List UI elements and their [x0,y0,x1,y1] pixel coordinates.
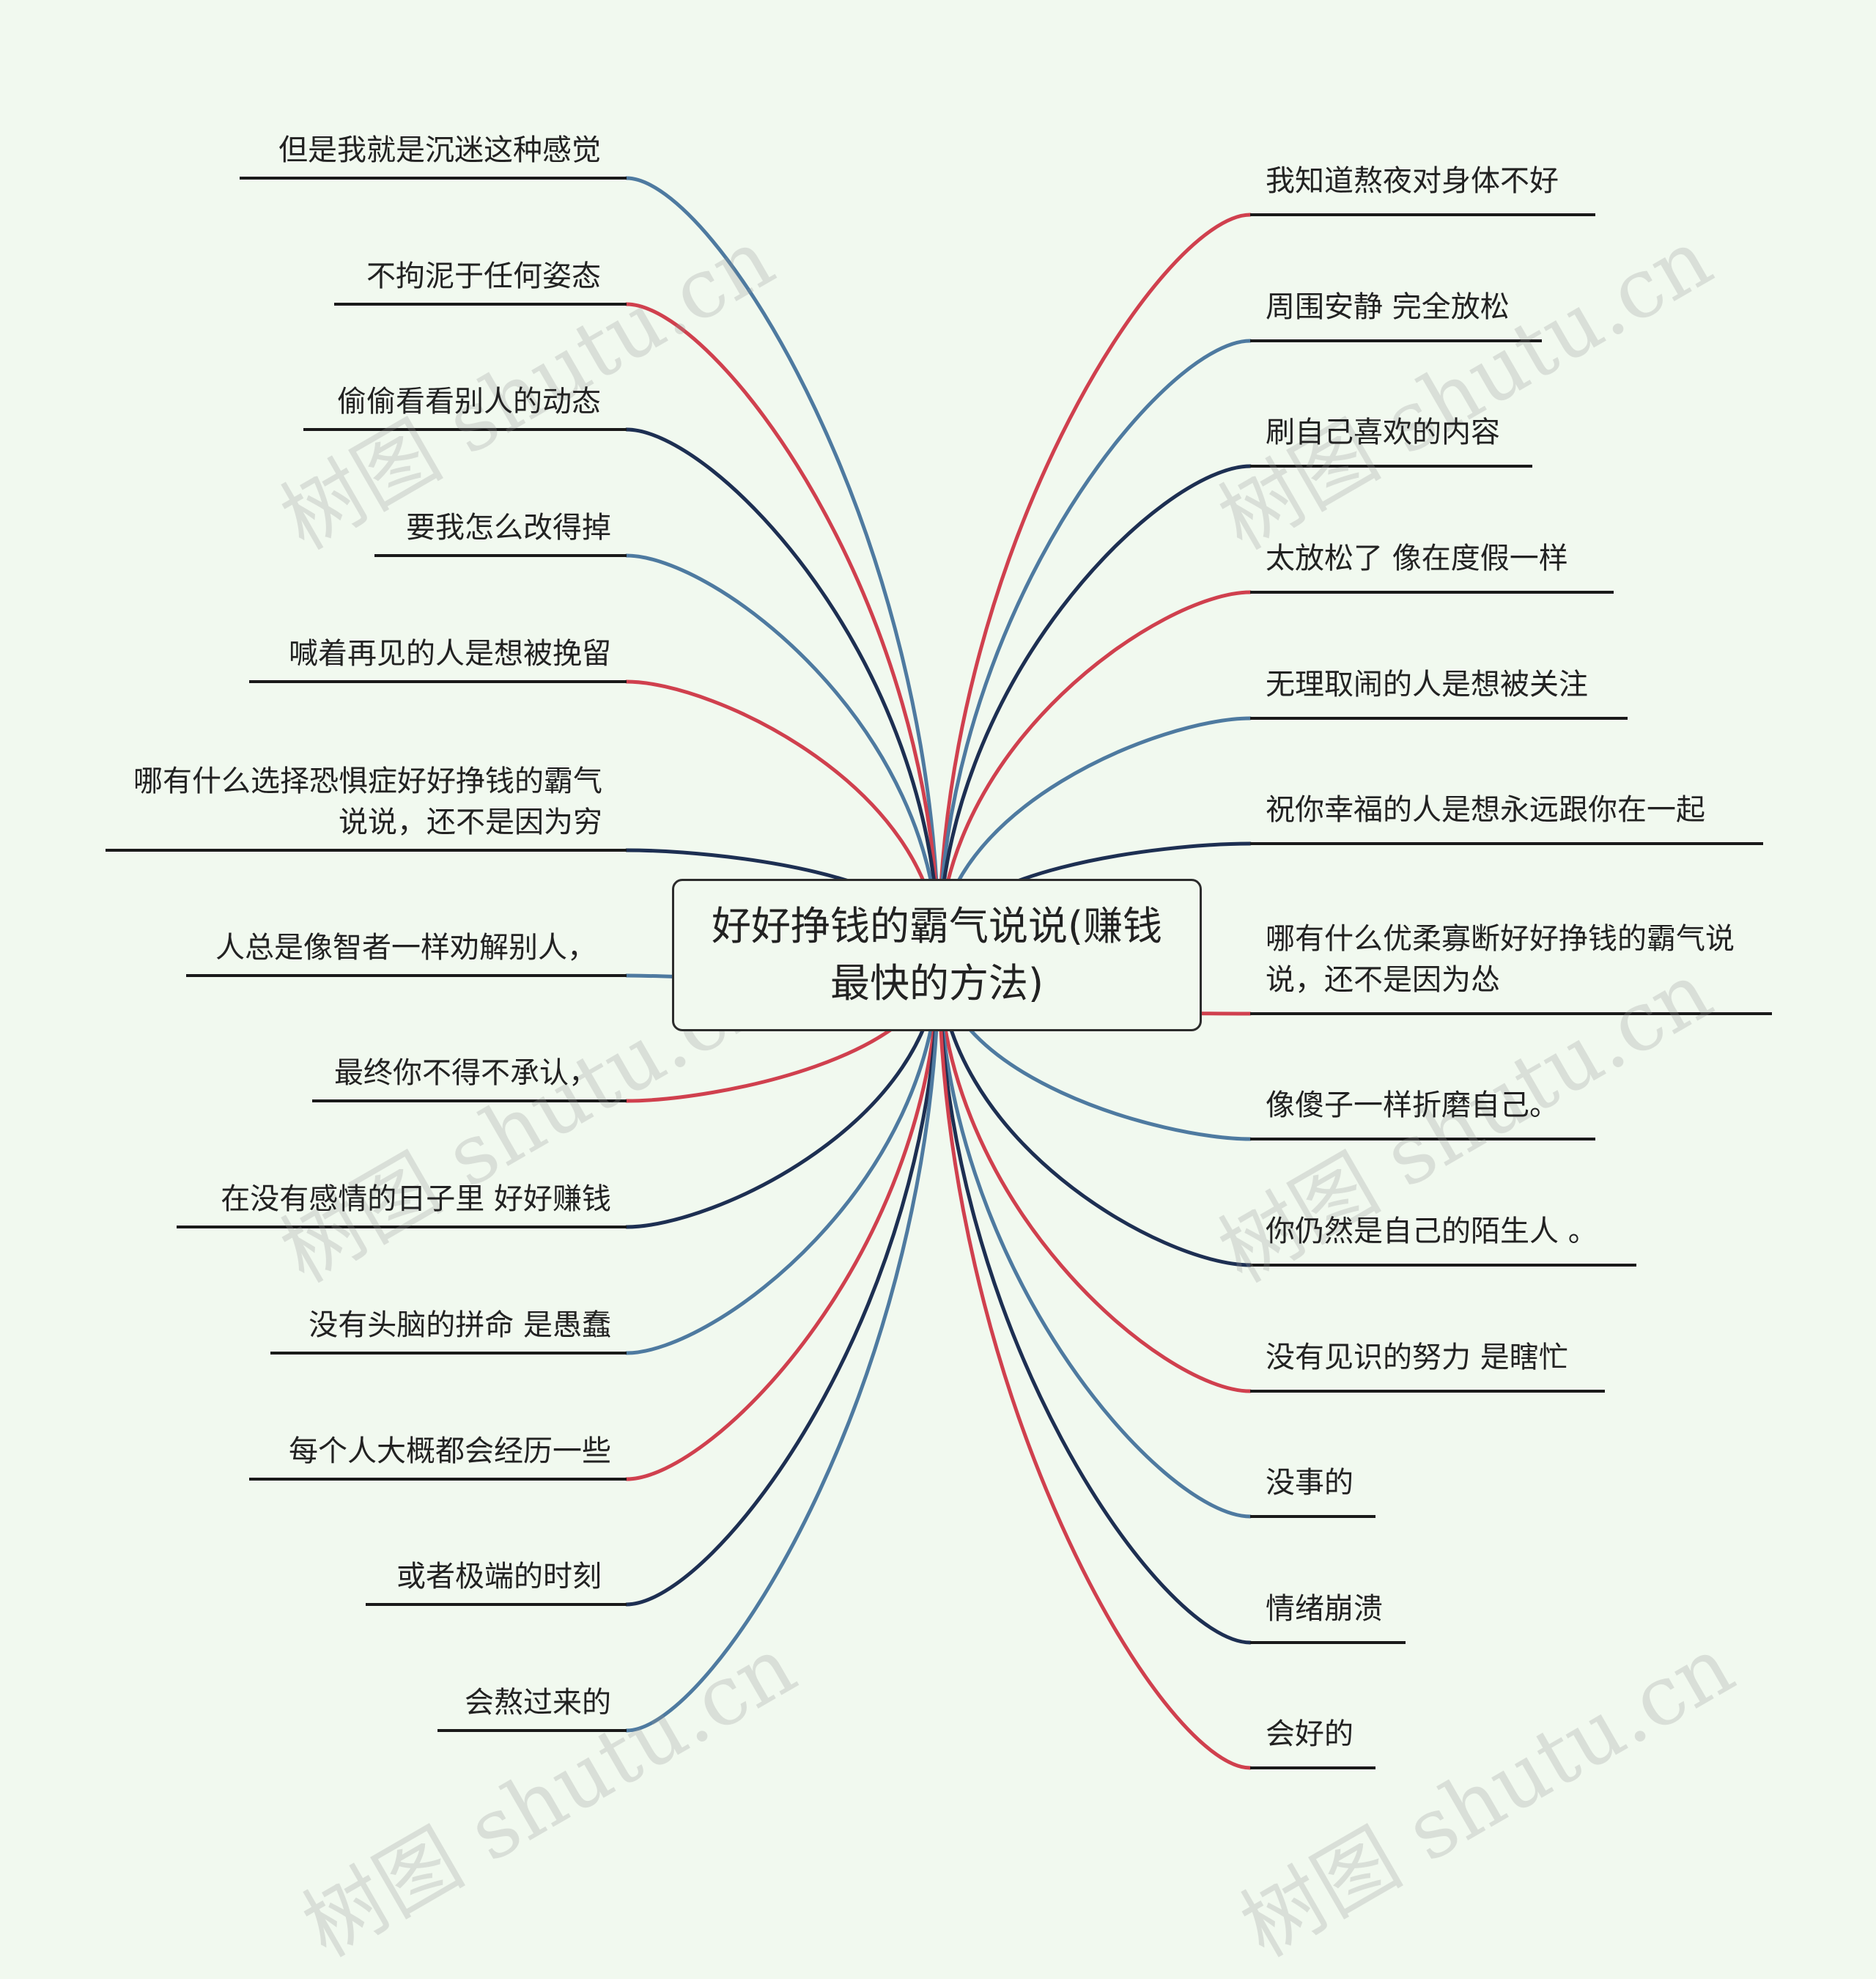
right-branch-label[interactable]: 你仍然是自己的陌生人 。 [1266,1215,1598,1248]
left-connector [624,302,941,957]
underline-layer [106,177,1772,1769]
right-branch-label[interactable]: 会好的 [1266,1717,1354,1751]
right-connector [937,953,1252,1645]
right-connector [937,464,1252,957]
left-branch-label[interactable]: 偷偷看看别人的动态 [337,385,601,419]
root-topic[interactable]: 好好挣钱的霸气说说(赚钱最快的方法) [672,879,1202,1031]
left-branch-label[interactable]: 哪有什么选择恐惧症好好挣钱的霸气说说，还不是因为穷 [133,764,602,839]
right-branch-label[interactable]: 没事的 [1266,1466,1354,1500]
left-branch-label[interactable]: 会熬过来的 [465,1686,611,1720]
left-branch-label[interactable]: 没有头脑的拼命 是愚蠢 [309,1308,611,1342]
right-connector [937,953,1252,1770]
left-connector [624,553,941,957]
left-connector [624,427,941,957]
right-branch-label[interactable]: 无理取闹的人是想被关注 [1266,668,1588,701]
right-connector [937,339,1252,957]
left-connector [624,953,941,1733]
left-branch-label[interactable]: 在没有感情的日子里 好好赚钱 [221,1182,611,1216]
right-branch-label[interactable]: 周围安静 完全放松 [1266,290,1510,324]
left-connector [624,953,941,1355]
right-branch-label[interactable]: 哪有什么优柔寡断好好挣钱的霸气说说，还不是因为怂 [1266,922,1735,997]
left-connector [624,953,941,1481]
left-branch-label[interactable]: 或者极端的时刻 [396,1560,602,1593]
right-connector [937,953,1252,1393]
left-branch-label[interactable]: 最终你不得不承认， [334,1056,598,1090]
right-branch-label[interactable]: 祝你幸福的人是想永远跟你在一起 [1266,793,1705,827]
left-branch-label[interactable]: 喊着再见的人是想被挽留 [289,637,611,671]
left-branch-label[interactable]: 每个人大概都会经历一些 [289,1434,611,1468]
left-branch-label[interactable]: 人总是像智者一样劝解别人， [215,931,597,965]
left-connector [624,176,941,957]
right-connector [937,590,1252,957]
root-topic-label: 好好挣钱的霸气说说(赚钱最快的方法) [711,903,1163,1006]
left-branch-label[interactable]: 要我怎么改得掉 [406,511,611,545]
right-branch-label[interactable]: 刷自己喜欢的内容 [1266,416,1500,449]
right-branch-label[interactable]: 我知道熬夜对身体不好 [1266,164,1559,198]
right-branch-label[interactable]: 太放松了 像在度假一样 [1266,542,1568,575]
left-branch-label[interactable]: 不拘泥于任何姿态 [366,259,601,293]
left-branch-label[interactable]: 但是我就是沉迷这种感觉 [278,133,601,167]
right-branch-label[interactable]: 情绪崩溃 [1266,1592,1383,1626]
right-connector [937,953,1252,1519]
right-branch-label[interactable]: 像傻子一样折磨自己。 [1266,1088,1559,1122]
right-branch-label[interactable]: 没有见识的努力 是瞎忙 [1266,1341,1568,1374]
right-connector [937,213,1252,957]
left-connector [624,953,941,1607]
